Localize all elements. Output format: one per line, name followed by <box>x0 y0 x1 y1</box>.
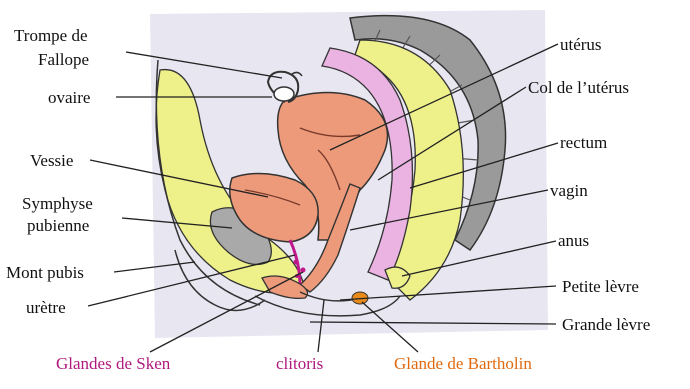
label-anus: anus <box>558 231 589 250</box>
label-ovaire: ovaire <box>48 88 90 107</box>
label-symphyse-1: Symphyse <box>22 194 93 213</box>
label-uretre: urètre <box>26 298 66 317</box>
label-vessie: Vessie <box>30 151 73 170</box>
label-symphyse-2: pubienne <box>27 216 89 235</box>
label-petite-levre: Petite lèvre <box>562 277 639 296</box>
label-rectum: rectum <box>560 133 607 152</box>
label-clitoris: clitoris <box>276 354 323 373</box>
ovaire-shape <box>274 87 294 101</box>
label-trompe-de-fallope-2: Fallope <box>38 50 89 69</box>
label-vagin: vagin <box>550 181 588 200</box>
label-glande-de-bartholin: Glande de Bartholin <box>394 354 532 373</box>
label-grande-levre: Grande lèvre <box>562 315 650 334</box>
label-mont-pubis: Mont pubis <box>6 263 84 282</box>
label-trompe-de-fallope-1: Trompe de <box>14 26 88 45</box>
label-glandes-de-sken: Glandes de Sken <box>56 354 170 373</box>
label-col-de-l-uterus: Col de l’utérus <box>528 78 629 97</box>
label-uterus: utérus <box>560 35 602 54</box>
